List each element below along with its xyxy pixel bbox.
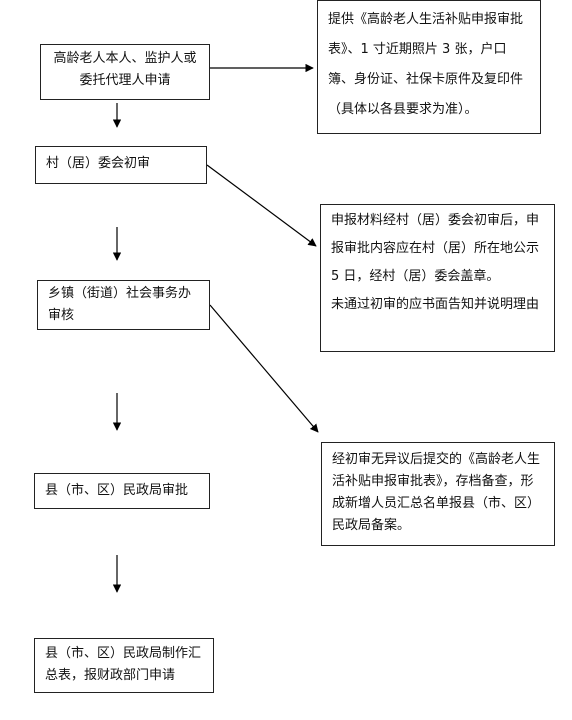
note-publicity: 申报材料经村（居）委会初审后，申报审批内容应在村（居）所在地公示 5 日，经村（… [320, 204, 555, 352]
arrow-township-to-filing [209, 304, 319, 433]
step-township-review-text: 乡镇（街道）社会事务办审核 [48, 286, 192, 323]
note-publicity-text-1: 申报材料经村（居）委会初审后，申报审批内容应在村（居）所在地公示 5 日，经村（… [331, 213, 540, 284]
step-apply: 高龄老人本人、监护人或委托代理人申请 [40, 44, 210, 100]
note-materials: 提供《高龄老人生活补贴申报审批表》、1 寸近期照片 3 张，户口簿、身份证、社保… [317, 0, 541, 134]
step-township-review: 乡镇（街道）社会事务办审核 [37, 280, 210, 330]
arrow-village-to-publicity [206, 164, 317, 247]
step-village-review: 村（居）委会初审 [35, 146, 207, 184]
step-county-approve: 县（市、区）民政局审批 [34, 473, 210, 509]
step-county-summary: 县（市、区）民政局制作汇总表，报财政部门申请 [34, 638, 214, 693]
note-materials-text: 提供《高龄老人生活补贴申报审批表》、1 寸近期照片 3 张，户口簿、身份证、社保… [328, 12, 524, 117]
note-publicity-text-2: 未通过初审的应书面告知并说明理由 [331, 297, 540, 312]
note-filing: 经初审无异议后提交的《高龄老人生活补贴申报审批表》，存档备查，形成新增人员汇总名… [321, 442, 555, 546]
step-village-review-text: 村（居）委会初审 [46, 156, 151, 171]
note-filing-text: 经初审无异议后提交的《高龄老人生活补贴申报审批表》，存档备查，形成新增人员汇总名… [332, 452, 541, 533]
step-county-summary-text: 县（市、区）民政局制作汇总表，报财政部门申请 [45, 646, 202, 683]
step-apply-text: 高龄老人本人、监护人或委托代理人申请 [53, 51, 197, 88]
step-county-approve-text: 县（市、区）民政局审批 [45, 483, 189, 498]
